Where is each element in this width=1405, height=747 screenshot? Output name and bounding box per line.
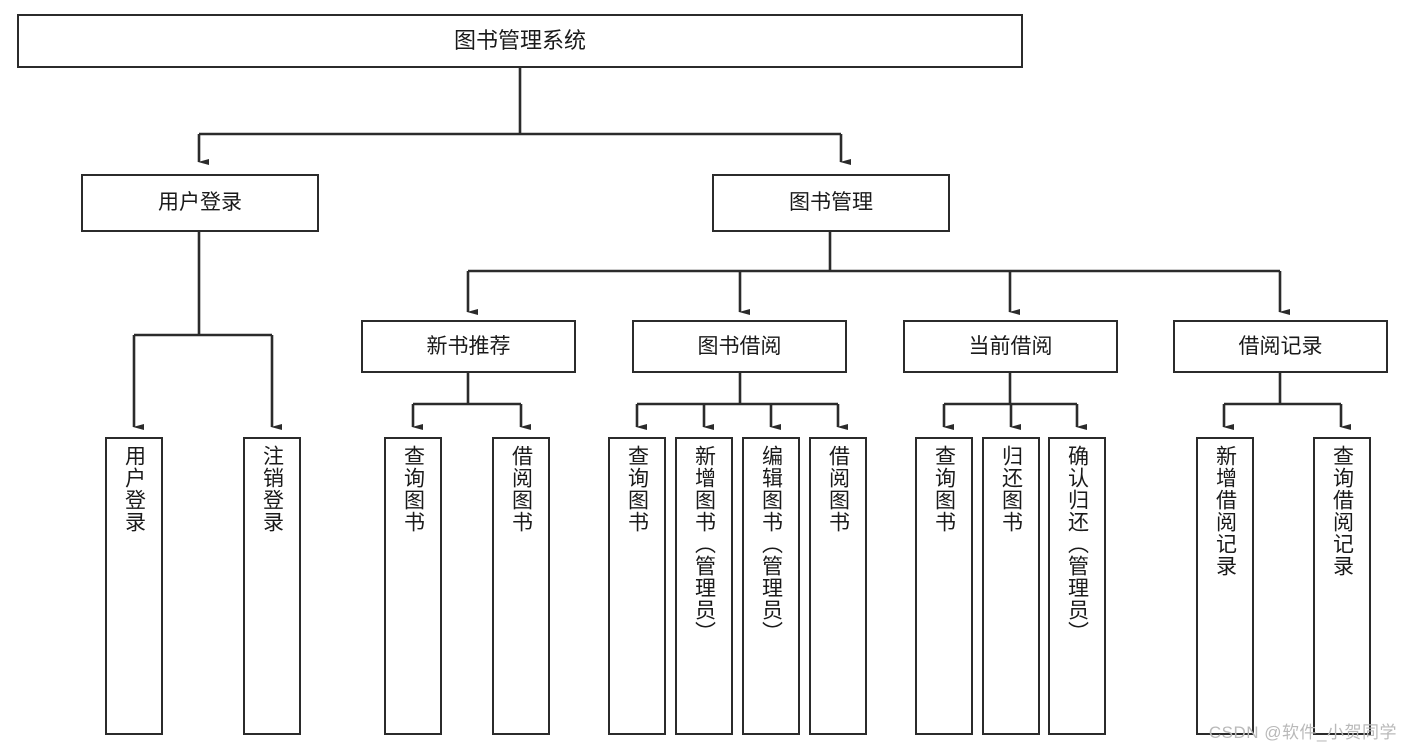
node-leaf-add-record-label: 新增借阅记录	[1213, 445, 1237, 577]
node-leaf-query-book-2-label: 查询图书	[625, 445, 649, 533]
node-leaf-query-book-3[interactable]: 查询图书	[915, 437, 973, 735]
node-leaf-logout[interactable]: 注销登录	[243, 437, 301, 735]
node-new-book-rec-label: 新书推荐	[426, 334, 511, 358]
node-leaf-query-record[interactable]: 查询借阅记录	[1313, 437, 1371, 735]
node-leaf-edit-book-label: 编辑图书（管理员）	[759, 445, 783, 643]
node-borrow-record-label: 借阅记录	[1238, 334, 1323, 358]
node-new-book-rec[interactable]: 新书推荐	[361, 320, 576, 373]
node-leaf-query-book-1[interactable]: 查询图书	[384, 437, 442, 735]
node-leaf-add-record[interactable]: 新增借阅记录	[1196, 437, 1254, 735]
node-book-manage-label: 图书管理	[789, 191, 873, 215]
node-book-borrow-label: 图书借阅	[697, 334, 782, 358]
node-leaf-logout-label: 注销登录	[260, 445, 284, 533]
node-leaf-query-book-1-label: 查询图书	[401, 445, 425, 533]
node-leaf-confirm-return-label: 确认归还（管理员）	[1065, 445, 1089, 643]
node-user-login-label: 用户登录	[158, 191, 242, 215]
node-leaf-borrow-book-1-label: 借阅图书	[509, 445, 533, 533]
watermark-text: CSDN @软件_小贺同学	[1208, 723, 1397, 742]
node-leaf-user-login-label: 用户登录	[122, 445, 146, 533]
node-current-borrow[interactable]: 当前借阅	[903, 320, 1118, 373]
node-root[interactable]: 图书管理系统	[17, 14, 1023, 68]
node-leaf-borrow-book-1[interactable]: 借阅图书	[492, 437, 550, 735]
node-leaf-return-book[interactable]: 归还图书	[982, 437, 1040, 735]
node-leaf-edit-book[interactable]: 编辑图书（管理员）	[742, 437, 800, 735]
node-leaf-confirm-return[interactable]: 确认归还（管理员）	[1048, 437, 1106, 735]
node-book-manage[interactable]: 图书管理	[712, 174, 950, 232]
node-leaf-borrow-book-2[interactable]: 借阅图书	[809, 437, 867, 735]
node-user-login[interactable]: 用户登录	[81, 174, 319, 232]
node-book-borrow[interactable]: 图书借阅	[632, 320, 847, 373]
node-current-borrow-label: 当前借阅	[968, 334, 1053, 358]
node-leaf-add-book-label: 新增图书（管理员）	[692, 445, 716, 643]
node-leaf-return-book-label: 归还图书	[999, 445, 1023, 533]
node-leaf-add-book[interactable]: 新增图书（管理员）	[675, 437, 733, 735]
node-leaf-query-book-3-label: 查询图书	[932, 445, 956, 533]
node-leaf-query-record-label: 查询借阅记录	[1330, 445, 1354, 577]
node-leaf-query-book-2[interactable]: 查询图书	[608, 437, 666, 735]
node-leaf-user-login[interactable]: 用户登录	[105, 437, 163, 735]
node-leaf-borrow-book-2-label: 借阅图书	[826, 445, 850, 533]
node-root-label: 图书管理系统	[453, 27, 586, 53]
node-borrow-record[interactable]: 借阅记录	[1173, 320, 1388, 373]
